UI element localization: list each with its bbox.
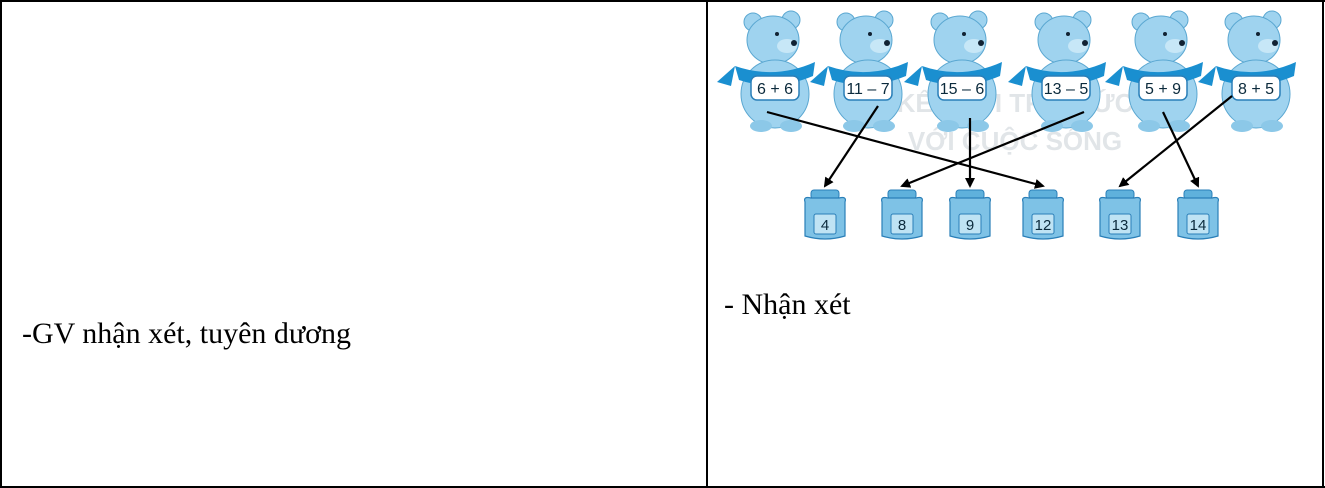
table-left-border — [0, 0, 2, 488]
jar-number: 8 — [898, 217, 906, 234]
bear-expression: 15 – 6 — [940, 81, 985, 98]
bear-card: 11 – 7 — [810, 10, 908, 132]
match-arrow — [1162, 111, 1200, 188]
table-bottom-border — [0, 486, 1325, 488]
jar: 12 — [1022, 189, 1064, 240]
jar: 13 — [1099, 189, 1141, 240]
jar: 9 — [949, 189, 991, 240]
table-column-divider — [706, 0, 708, 488]
jar-number: 9 — [966, 217, 974, 234]
match-arrow — [823, 105, 879, 188]
bear-card: 13 – 5 — [1008, 10, 1106, 132]
jar-number: 4 — [821, 217, 829, 234]
jar-number: 13 — [1112, 217, 1129, 234]
bear-expression: 6 + 6 — [757, 81, 793, 98]
match-arrow — [900, 110, 1085, 188]
bear-expression: 8 + 5 — [1238, 81, 1274, 98]
jar: 8 — [881, 189, 923, 240]
bear-expression: 5 + 9 — [1145, 81, 1181, 98]
bear-card: 8 + 5 — [1198, 10, 1296, 132]
jar-number: 12 — [1035, 217, 1052, 234]
table-right-border — [1322, 0, 1324, 488]
jar: 4 — [804, 189, 846, 240]
left-cell-text: -GV nhận xét, tuyên dương — [22, 317, 352, 350]
bear-card: 6 + 6 — [717, 10, 815, 132]
match-arrow — [766, 110, 1045, 189]
match-arrow — [1118, 95, 1233, 188]
bear-card: 5 + 9 — [1105, 10, 1203, 132]
jar: 14 — [1177, 189, 1219, 240]
bear-expression: 11 – 7 — [846, 81, 889, 98]
bear-card: 15 – 6 — [904, 10, 1002, 132]
jar-number: 14 — [1190, 217, 1207, 234]
right-cell-text: - Nhận xét — [724, 288, 851, 321]
table-top-border — [0, 0, 1325, 2]
bear-expression: 13 – 5 — [1044, 81, 1089, 98]
